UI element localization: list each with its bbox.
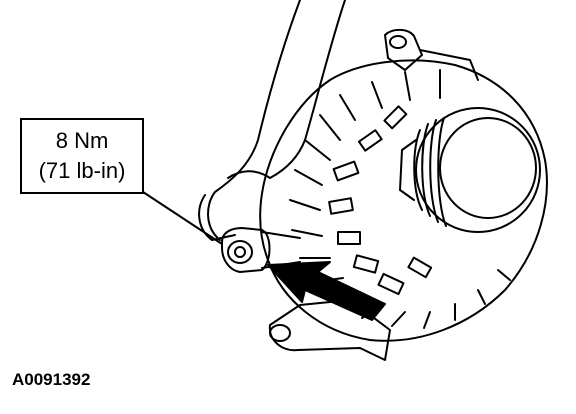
torque-metric: 8 Nm <box>55 128 109 153</box>
callout-leader-line <box>139 189 223 245</box>
alternator-housing <box>259 59 548 342</box>
top-bolt-head <box>389 35 407 49</box>
bottom-bolt-head <box>269 324 291 342</box>
torque-imperial: (71 lb-in) <box>38 158 126 183</box>
top-mounting-ear <box>384 28 423 71</box>
torque-callout: 8 Nm (71 lb-in) <box>20 118 144 194</box>
mounting-bracket-edge <box>269 0 346 179</box>
mounting-bracket <box>207 0 301 241</box>
terminal-nut-icon <box>227 240 253 264</box>
pointer-arrow <box>267 261 386 321</box>
terminal-stud-housing <box>221 227 271 273</box>
pulley-grooves <box>413 117 447 227</box>
figure-id: A0091392 <box>12 370 91 389</box>
pulley-rim <box>415 107 541 233</box>
pulley-face <box>439 117 537 219</box>
hose-lower <box>198 194 236 241</box>
